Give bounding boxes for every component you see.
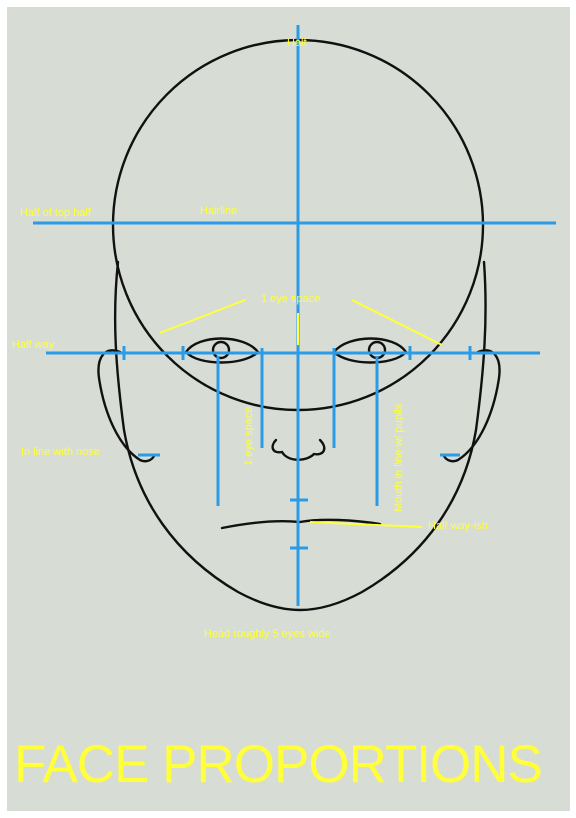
half-of-top-half-label: Half of top half <box>20 208 91 219</box>
mouth-in-line-label: Mouth in line w/ pupils <box>394 404 405 512</box>
half-way-label: Half way <box>12 340 54 351</box>
right-iris <box>369 342 385 358</box>
page-title: FACE PROPORTIONS <box>14 738 542 791</box>
right-ear <box>444 350 500 461</box>
one-eye-space-vertical-label: 1 eye space <box>244 407 255 466</box>
left-iris <box>213 342 229 358</box>
face-outline <box>115 262 485 610</box>
half-label: Half <box>287 38 307 49</box>
eye-space-left-pointer <box>160 300 245 333</box>
hairline-label: Hairline <box>200 206 237 217</box>
half-way-ish-label: Half way-ish <box>428 521 488 532</box>
head-width-label: Head roughly 5 eyes wide <box>204 629 331 640</box>
guide-lines <box>33 25 556 606</box>
in-line-with-nose-label: In line with nose <box>21 447 100 458</box>
one-eye-space-label: 1 eye space <box>261 294 320 305</box>
